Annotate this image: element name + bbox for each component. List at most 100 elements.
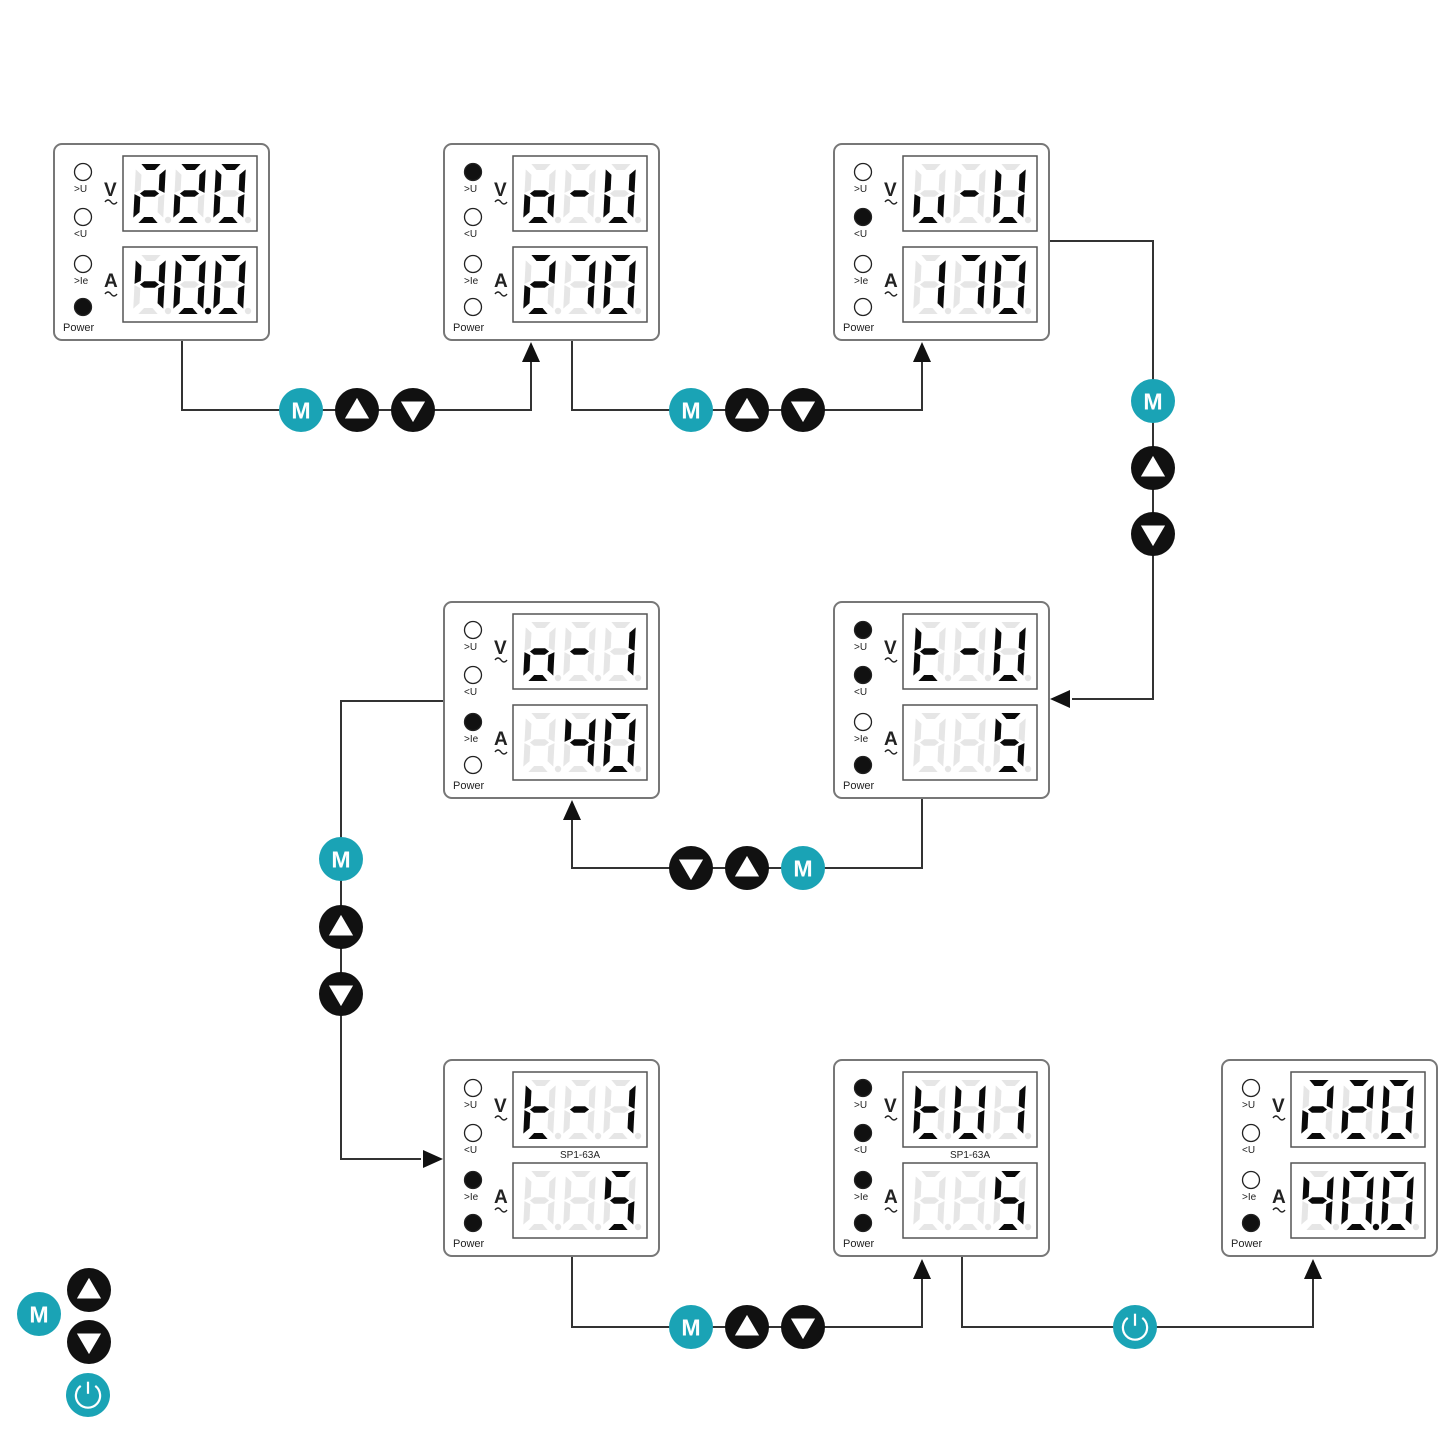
voltage-display [902, 155, 1038, 232]
segment-b [198, 169, 206, 193]
digit-2 [563, 713, 602, 773]
segment-c [587, 652, 595, 676]
mode-button-body[interactable] [669, 1305, 713, 1349]
under-voltage-led [853, 1123, 873, 1143]
over-voltage-label: >U [854, 642, 867, 653]
segment-b [628, 1085, 636, 1109]
down-arrow-button[interactable] [781, 388, 825, 432]
segment-g [919, 1197, 940, 1204]
up-arrow-button[interactable] [1131, 446, 1175, 490]
power-button-body[interactable] [1113, 1305, 1157, 1349]
segment-c [547, 743, 555, 767]
mode-button-label: M [291, 397, 310, 423]
segment-d [528, 675, 548, 681]
mode-button[interactable]: M [1131, 379, 1175, 423]
power-button[interactable] [66, 1373, 110, 1417]
segment-f [954, 627, 962, 651]
ac-tilde-icon [884, 1115, 898, 1121]
segment-b [1018, 718, 1026, 742]
segment-e [993, 1110, 1001, 1134]
up-arrow-button[interactable] [319, 905, 363, 949]
up-arrow-button[interactable] [725, 846, 769, 890]
mode-button[interactable]: M [17, 1292, 61, 1336]
segment-b [978, 169, 986, 193]
digit-1 [523, 713, 562, 773]
segment-e [173, 194, 181, 218]
segment-a [611, 1171, 631, 1177]
segment-e [1301, 1110, 1309, 1134]
segment-c [977, 1110, 985, 1134]
mode-button[interactable]: M [279, 388, 323, 432]
segment-a [921, 713, 941, 719]
up-arrow-button[interactable] [725, 388, 769, 432]
over-current-label: >Ie [854, 734, 869, 745]
current-display [512, 1162, 648, 1239]
power-button-body[interactable] [66, 1373, 110, 1417]
segment-e [563, 652, 571, 676]
digit-2 [1341, 1080, 1380, 1140]
digit-3 [603, 164, 642, 224]
digit-3 [603, 622, 642, 682]
under-voltage-label: <U [854, 1145, 867, 1156]
segment-f [134, 260, 142, 284]
up-arrow-button[interactable] [335, 388, 379, 432]
power-led [853, 755, 873, 775]
segment-g [919, 739, 940, 746]
mode-button-body[interactable] [781, 846, 825, 890]
up-arrow-button[interactable] [67, 1268, 111, 1312]
down-arrow-button[interactable] [669, 846, 713, 890]
down-arrow-button[interactable] [1131, 512, 1175, 556]
mode-button[interactable]: M [319, 837, 363, 881]
power-button[interactable] [1113, 1305, 1157, 1349]
arrowhead-icon [1050, 690, 1070, 708]
power-led [853, 1213, 873, 1233]
mode-button-body[interactable] [319, 837, 363, 881]
digit-1 [133, 255, 172, 315]
segment-f [524, 260, 532, 284]
under-voltage-led [73, 207, 93, 227]
segment-d [958, 217, 978, 223]
mode-button-body[interactable] [279, 388, 323, 432]
down-arrow-button[interactable] [781, 1305, 825, 1349]
digit-2 [563, 1080, 602, 1140]
mode-button[interactable]: M [669, 388, 713, 432]
mode-button[interactable]: M [669, 1305, 713, 1349]
segment-f [914, 260, 922, 284]
segment-b [628, 260, 636, 284]
mode-button-body[interactable] [17, 1292, 61, 1336]
down-arrow-button[interactable] [319, 972, 363, 1016]
up-arrow-button[interactable] [725, 1305, 769, 1349]
decimal-point [1024, 1223, 1032, 1231]
segment-e [953, 1201, 961, 1225]
volt-unit-label: V [884, 180, 897, 201]
up-arrow-icon [344, 397, 370, 419]
segment-b [238, 169, 246, 193]
ac-tilde-icon [494, 199, 508, 205]
mode-button-body[interactable] [1131, 379, 1175, 423]
segment-d [918, 675, 938, 681]
segment-a [921, 1171, 941, 1177]
segment-c [587, 743, 595, 767]
segment-f [914, 169, 922, 193]
digit-1 [523, 622, 562, 682]
segment-a [1349, 1171, 1369, 1177]
segment-e [523, 194, 531, 218]
mode-button-body[interactable] [669, 388, 713, 432]
down-arrow-button[interactable] [391, 388, 435, 432]
over-voltage-led [463, 1078, 483, 1098]
down-arrow-icon [790, 401, 816, 423]
digit-3 [213, 255, 252, 315]
segment-d [958, 766, 978, 772]
segment-c [587, 285, 595, 309]
segment-b [588, 260, 596, 284]
segment-d [608, 217, 628, 223]
digit-3 [213, 164, 252, 224]
down-arrow-button[interactable] [67, 1320, 111, 1364]
segment-d [528, 217, 548, 223]
over-current-label: >Ie [854, 276, 869, 287]
mode-button[interactable]: M [781, 846, 825, 890]
segment-a [961, 713, 981, 719]
segment-g [569, 739, 590, 746]
decimal-point [944, 1132, 952, 1140]
